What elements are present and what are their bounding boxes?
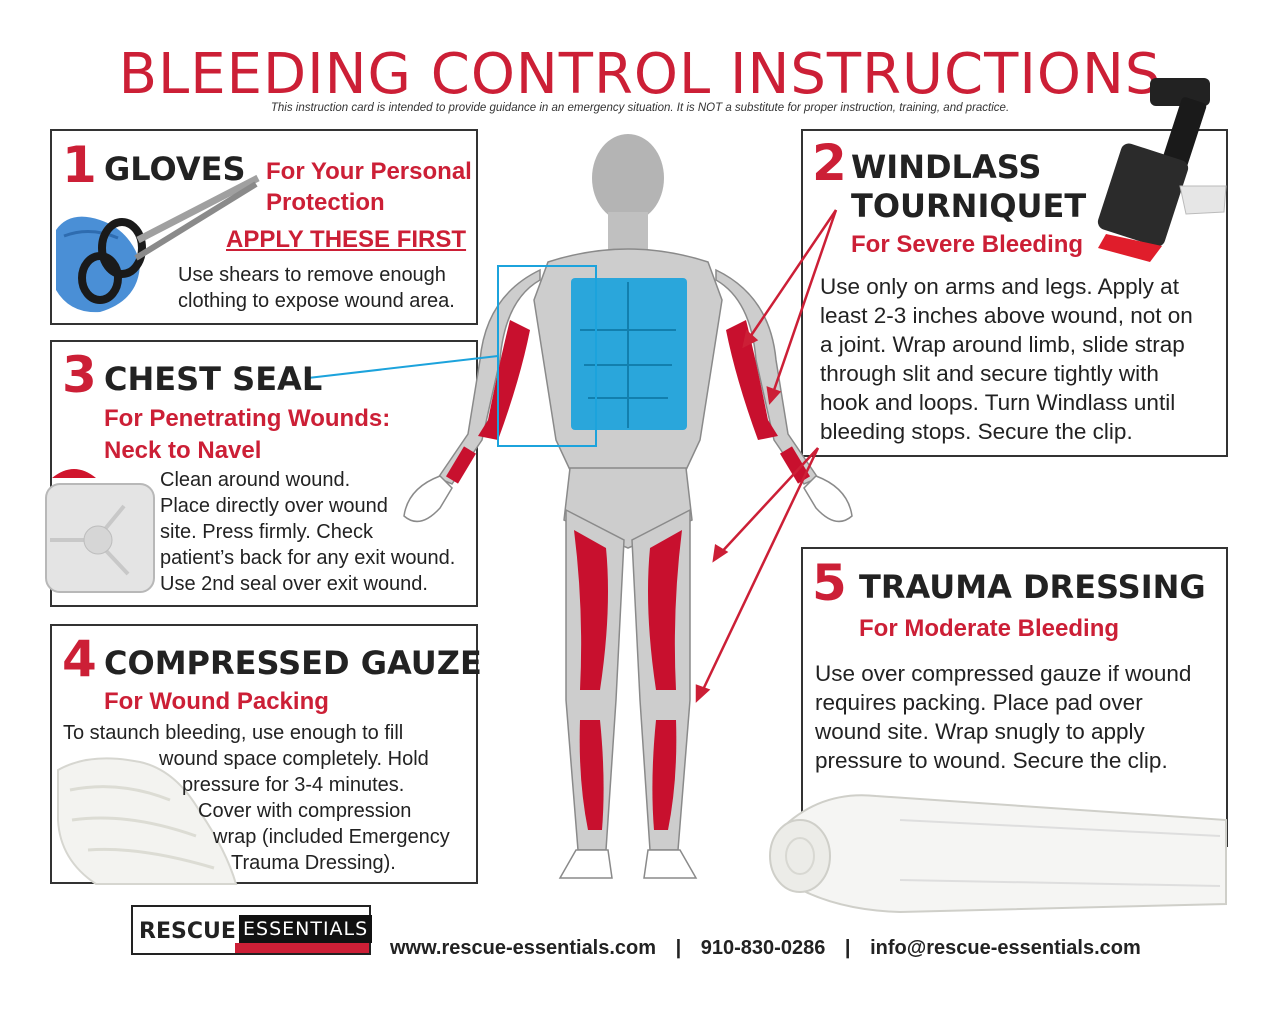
chest-seal-subtitle-1: For Penetrating Wounds:	[104, 405, 391, 432]
body-figure	[403, 134, 853, 879]
step-number-4: 4	[62, 630, 97, 688]
tourniquet-body-6: bleeding stops. Secure the clip.	[820, 419, 1133, 444]
chest-seal-body-4: patient’s back for any exit wound.	[160, 547, 456, 569]
tourniquet-illustration	[1097, 78, 1227, 262]
chest-seal-subtitle-2: Neck to Navel	[104, 437, 262, 464]
gloves-heading: GLOVES	[104, 150, 246, 188]
tourniquet-heading-1: WINDLASS	[851, 148, 1042, 186]
tourniquet-body-1: Use only on arms and legs. Apply at	[820, 274, 1179, 299]
tourniquet-heading-2: TOURNIQUET	[851, 187, 1087, 225]
page-title: BLEEDING CONTROL INSTRUCTIONS	[118, 42, 1162, 107]
tourniquet-body-3: a joint. Wrap around limb, slide strap	[820, 332, 1185, 357]
logo-word-rescue: RESCUE	[139, 919, 236, 944]
gloves-body-1: Use shears to remove enough	[178, 264, 446, 286]
gauze-subtitle: For Wound Packing	[104, 688, 329, 715]
contact-footer: www.rescue-essentials.com | 910-830-0286…	[390, 937, 1141, 960]
card-gloves	[50, 129, 478, 325]
shears-glove-illustration	[56, 174, 260, 313]
step-number-1: 1	[62, 136, 97, 194]
gauze-illustration	[57, 757, 238, 885]
chest-seal-body-1: Clean around wound.	[160, 469, 351, 491]
gloves-subtitle-2: Protection	[266, 189, 385, 216]
dressing-body-3: wound site. Wrap snugly to apply	[815, 719, 1145, 744]
chest-seal-pointer	[307, 265, 597, 447]
gloves-subtitle-1: For Your Personal	[266, 158, 472, 185]
card-chest-seal	[50, 340, 478, 607]
tourniquet-pointers	[695, 209, 838, 703]
tourniquet-subtitle: For Severe Bleeding	[851, 231, 1084, 258]
gauze-body-5: wrap (included Emergency	[213, 826, 450, 848]
dressing-subtitle: For Moderate Bleeding	[859, 615, 1120, 642]
card-gauze	[50, 624, 478, 884]
disclaimer: This instruction card is intended to pro…	[270, 102, 1010, 114]
chest-seal-body-2: Place directly over wound	[160, 495, 388, 517]
chest-seal-illustration	[45, 469, 155, 593]
gauze-body-1: To staunch bleeding, use enough to fill	[63, 722, 404, 744]
dressing-body-4: pressure to wound. Secure the clip.	[815, 748, 1168, 773]
dressing-body-2: requires packing. Place pad over	[815, 690, 1143, 715]
chest-seal-body-5: Use 2nd seal over exit wound.	[160, 573, 428, 595]
chest-seal-heading: CHEST SEAL	[104, 360, 323, 398]
logo-word-essentials: ESSENTIALS	[239, 915, 373, 943]
gloves-note: APPLY THESE FIRST	[226, 226, 467, 253]
tourniquet-body-5: hook and loops. Turn Windlass until	[820, 390, 1176, 415]
tourniquet-body-4: through slit and secure tightly with	[820, 361, 1159, 386]
dressing-heading: TRAUMA DRESSING	[859, 568, 1206, 606]
gauze-body-2: wound space completely. Hold	[159, 748, 429, 770]
step-number-2: 2	[812, 134, 847, 192]
trauma-dressing-illustration	[769, 794, 1227, 914]
website-link[interactable]: www.rescue-essentials.com	[390, 937, 657, 959]
logo-red-bar	[235, 943, 369, 953]
step-number-3: 3	[62, 346, 97, 404]
footer-separator: |	[675, 937, 682, 959]
gauze-body-3: pressure for 3-4 minutes.	[182, 774, 405, 796]
brand-logo: RESCUE ESSENTIALS	[131, 905, 373, 955]
gauze-body-6: Trauma Dressing).	[231, 852, 396, 874]
dressing-body-1: Use over compressed gauze if wound	[815, 661, 1192, 686]
card-tourniquet	[801, 129, 1228, 457]
email-link[interactable]: info@rescue-essentials.com	[870, 937, 1141, 959]
gauze-body-4: Cover with compression	[198, 800, 412, 822]
gauze-heading: COMPRESSED GAUZE	[104, 644, 482, 682]
phone-number[interactable]: 910-830-0286	[700, 937, 826, 959]
step-number-5: 5	[812, 554, 847, 612]
footer-separator: |	[844, 937, 851, 959]
chest-seal-body-3: site. Press firmly. Check	[160, 521, 373, 543]
gloves-body-2: clothing to expose wound area.	[178, 290, 455, 312]
tourniquet-body-2: least 2-3 inches above wound, not on	[820, 303, 1193, 328]
